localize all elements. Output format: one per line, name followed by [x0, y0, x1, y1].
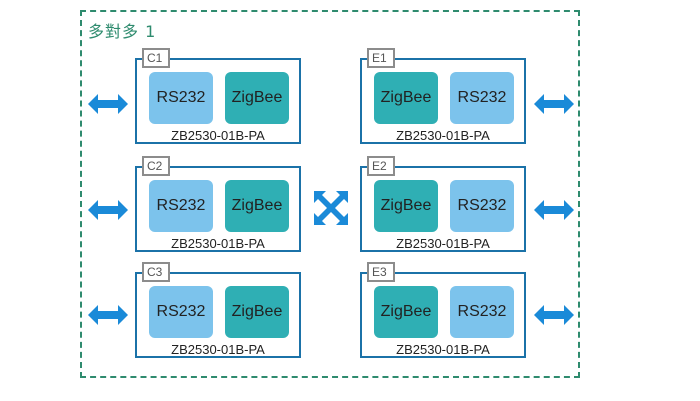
zigbee-chip: ZigBee	[225, 286, 289, 338]
model-label: ZB2530-01B-PA	[171, 342, 265, 357]
zigbee-chip: ZigBee	[374, 180, 438, 232]
double-arrow-icon	[534, 305, 574, 325]
model-label: ZB2530-01B-PA	[396, 128, 490, 143]
model-label: ZB2530-01B-PA	[396, 236, 490, 251]
model-label: ZB2530-01B-PA	[171, 236, 265, 251]
module-tag: C1	[142, 48, 170, 68]
module-e1: E1 ZigBee RS232 ZB2530-01B-PA	[360, 48, 526, 144]
module-c3: C3 RS232 ZigBee ZB2530-01B-PA	[135, 262, 301, 358]
group-frame	[80, 10, 580, 378]
model-label: ZB2530-01B-PA	[396, 342, 490, 357]
module-e2: E2 ZigBee RS232 ZB2530-01B-PA	[360, 156, 526, 252]
module-c1: C1 RS232 ZigBee ZB2530-01B-PA	[135, 48, 301, 144]
double-arrow-icon	[88, 305, 128, 325]
double-arrow-icon	[534, 200, 574, 220]
module-c2: C2 RS232 ZigBee ZB2530-01B-PA	[135, 156, 301, 252]
rs232-chip: RS232	[149, 72, 213, 124]
zigbee-chip: ZigBee	[225, 72, 289, 124]
double-arrow-icon	[534, 94, 574, 114]
module-tag: C2	[142, 156, 170, 176]
rs232-chip: RS232	[450, 180, 514, 232]
rs232-chip: RS232	[450, 72, 514, 124]
diagram-title: 多對多 1	[88, 22, 157, 41]
rs232-chip: RS232	[149, 180, 213, 232]
module-tag: C3	[142, 262, 170, 282]
module-e3: E3 ZigBee RS232 ZB2530-01B-PA	[360, 262, 526, 358]
module-tag: E2	[367, 156, 395, 176]
zigbee-chip: ZigBee	[374, 286, 438, 338]
module-tag: E1	[367, 48, 395, 68]
rs232-chip: RS232	[450, 286, 514, 338]
cross-arrows-icon	[314, 191, 348, 225]
double-arrow-icon	[88, 200, 128, 220]
zigbee-chip: ZigBee	[225, 180, 289, 232]
module-tag: E3	[367, 262, 395, 282]
double-arrow-icon	[88, 94, 128, 114]
zigbee-chip: ZigBee	[374, 72, 438, 124]
model-label: ZB2530-01B-PA	[171, 128, 265, 143]
rs232-chip: RS232	[149, 286, 213, 338]
